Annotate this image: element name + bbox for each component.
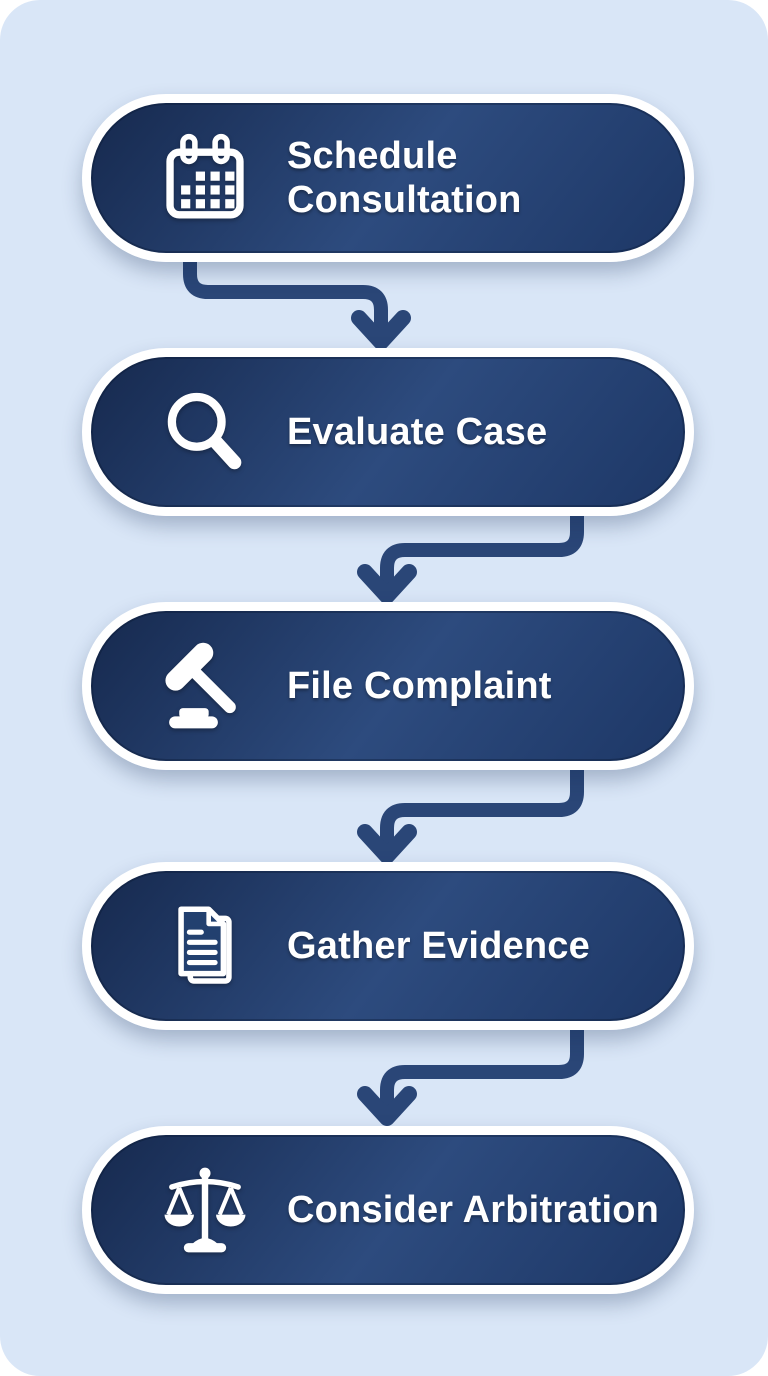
flow-node-consider-arbitration: Consider Arbitration	[82, 1126, 694, 1294]
flow-node-schedule-consultation: Schedule Consultation	[82, 94, 694, 262]
flow-node-file-complaint: File Complaint	[82, 602, 694, 770]
gavel-icon	[159, 636, 251, 736]
arrow-gather-to-consider	[357, 1018, 584, 1126]
node-label-evaluate-case: Evaluate Case	[287, 410, 548, 453]
documents-icon	[159, 896, 251, 996]
node-label-schedule-consultation: Schedule Consultation	[287, 134, 522, 221]
calendar-icon	[159, 128, 251, 228]
node-label-file-complaint: File Complaint	[287, 664, 552, 707]
node-label-consider-arbitration: Consider Arbitration	[287, 1188, 660, 1231]
node-label-gather-evidence: Gather Evidence	[287, 924, 590, 967]
magnifier-icon	[159, 382, 251, 482]
arrow-evaluate-to-file	[357, 498, 584, 604]
arrow-schedule-to-evaluate	[183, 233, 411, 350]
arrow-file-to-gather	[357, 758, 584, 864]
scales-icon	[159, 1160, 251, 1260]
flow-node-gather-evidence: Gather Evidence	[82, 862, 694, 1030]
flow-node-evaluate-case: Evaluate Case	[82, 348, 694, 516]
